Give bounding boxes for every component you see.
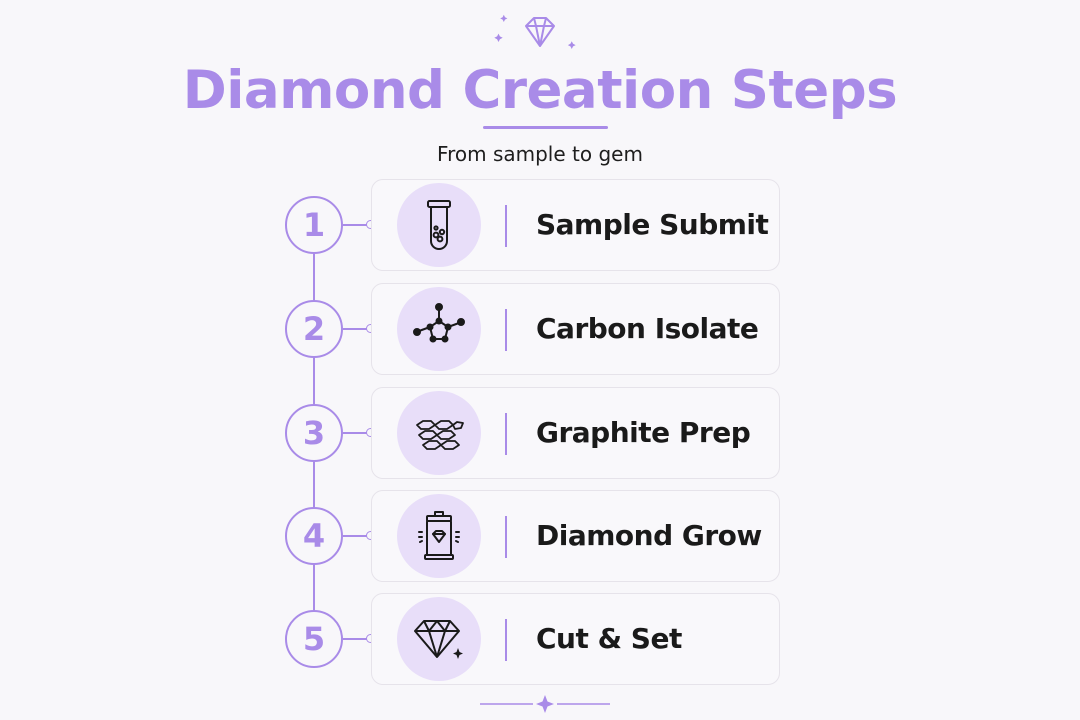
connector-line <box>343 432 367 434</box>
step-3: 3 Graphite Prep <box>0 387 1080 479</box>
step-card: Sample Submit <box>371 179 780 271</box>
card-divider <box>505 619 507 661</box>
step-label: Diamond Grow <box>536 519 762 552</box>
page-title: Diamond Creation Steps <box>182 60 898 121</box>
step-number-badge: 2 <box>285 300 343 358</box>
step-label: Carbon Isolate <box>536 312 759 345</box>
connector-line <box>343 328 367 330</box>
step-4: 4 Diamond Grow <box>0 490 1080 582</box>
connector-line <box>343 535 367 537</box>
card-divider <box>505 516 507 558</box>
diamond-sparkle-icon <box>494 14 576 49</box>
connector-line <box>343 224 367 226</box>
step-number-badge: 4 <box>285 507 343 565</box>
title-underline <box>483 126 608 129</box>
step-number-badge: 1 <box>285 196 343 254</box>
step-2: 2 Carbon Isolate <box>0 283 1080 375</box>
graphite-layers-icon <box>397 391 481 475</box>
step-1: 1 Sample Submit <box>0 179 1080 271</box>
step-number-badge: 3 <box>285 404 343 462</box>
step-label: Graphite Prep <box>536 416 751 449</box>
card-divider <box>505 413 507 455</box>
page-subtitle: From sample to gem <box>437 142 643 166</box>
card-divider <box>505 205 507 247</box>
sparkle-divider-icon <box>480 695 610 713</box>
step-5: 5 Cut & Set <box>0 593 1080 685</box>
connector-line <box>343 638 367 640</box>
step-card: Diamond Grow <box>371 490 780 582</box>
step-card: Graphite Prep <box>371 387 780 479</box>
step-card: Cut & Set <box>371 593 780 685</box>
step-label: Cut & Set <box>536 622 682 655</box>
step-number-badge: 5 <box>285 610 343 668</box>
cut-diamond-icon <box>397 597 481 681</box>
step-label: Sample Submit <box>536 208 769 241</box>
molecule-icon <box>397 287 481 371</box>
growth-chamber-icon <box>397 494 481 578</box>
step-card: Carbon Isolate <box>371 283 780 375</box>
card-divider <box>505 309 507 351</box>
test-tube-icon <box>397 183 481 267</box>
